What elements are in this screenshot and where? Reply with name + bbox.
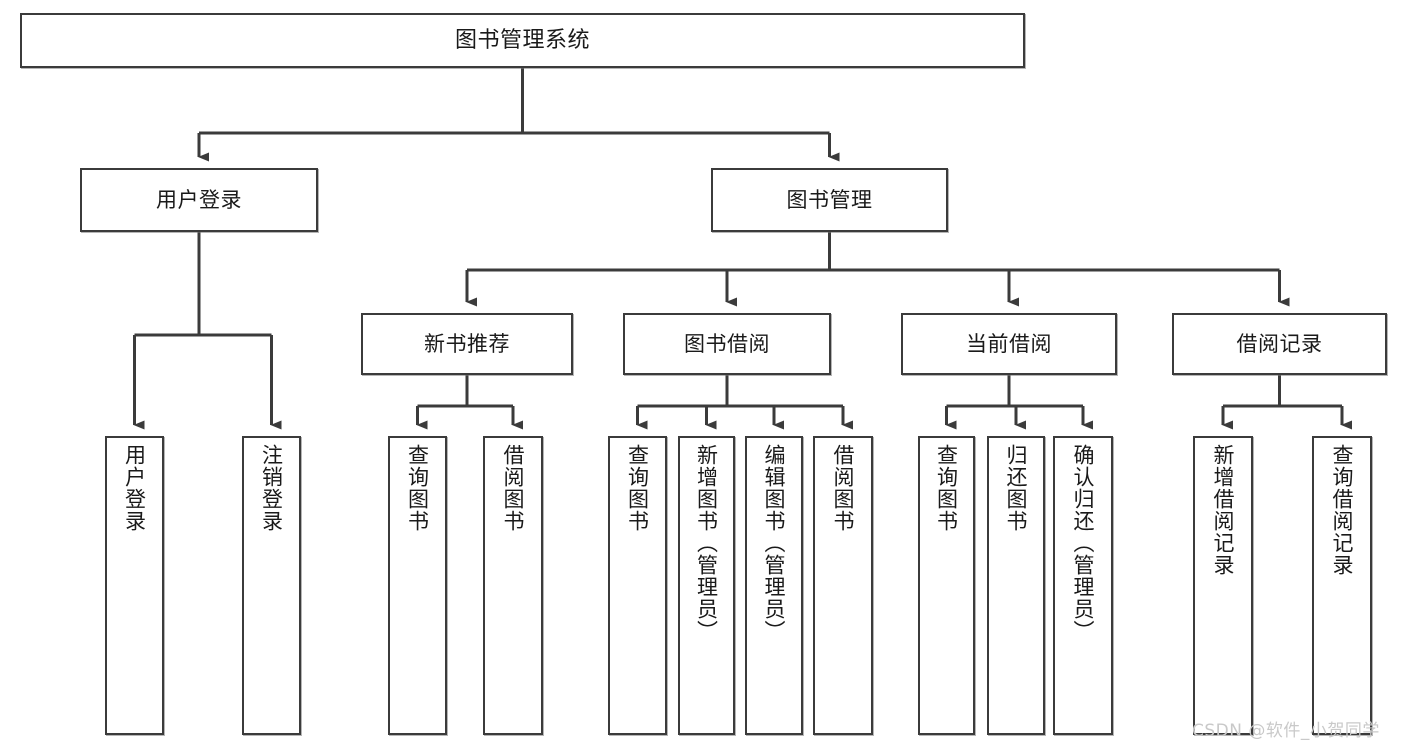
node-label: 编辑图书（管理员） xyxy=(762,444,787,642)
node-label: 新增图书（管理员） xyxy=(694,444,719,642)
node-leaf-query-book-cur[interactable]: 查询图书 xyxy=(918,436,975,735)
node-label: 归还图书 xyxy=(1004,444,1029,532)
node-new-book-recommend[interactable]: 新书推荐 xyxy=(361,313,573,375)
node-label: 图书管理系统 xyxy=(454,27,590,53)
node-borrow-records[interactable]: 借阅记录 xyxy=(1172,313,1387,375)
node-leaf-return-book[interactable]: 归还图书 xyxy=(987,436,1045,735)
node-label: 查询借阅记录 xyxy=(1330,444,1355,576)
node-label: 查询图书 xyxy=(405,444,430,532)
node-leaf-query-borrow-record[interactable]: 查询借阅记录 xyxy=(1312,436,1372,735)
node-leaf-logout[interactable]: 注销登录 xyxy=(242,436,301,735)
node-current-borrow[interactable]: 当前借阅 xyxy=(901,313,1117,375)
node-label: 图书管理 xyxy=(786,187,873,212)
node-label: 借阅图书 xyxy=(501,444,526,532)
node-leaf-query-book-borrow[interactable]: 查询图书 xyxy=(608,436,667,735)
node-label: 新增借阅记录 xyxy=(1211,444,1236,576)
node-leaf-query-book-rec[interactable]: 查询图书 xyxy=(388,436,447,735)
node-label: 当前借阅 xyxy=(966,331,1052,356)
node-leaf-edit-book-admin[interactable]: 编辑图书（管理员） xyxy=(745,436,803,735)
node-label: 查询图书 xyxy=(625,444,650,532)
node-leaf-add-book-admin[interactable]: 新增图书（管理员） xyxy=(678,436,735,735)
node-user-login[interactable]: 用户登录 xyxy=(80,168,318,232)
node-label: 查询图书 xyxy=(934,444,959,532)
node-label: 用户登录 xyxy=(156,187,242,212)
node-label: 确认归还（管理员） xyxy=(1071,444,1096,642)
node-label: 用户登录 xyxy=(122,444,147,532)
node-label: 借阅图书 xyxy=(831,444,856,532)
node-leaf-borrow-book-rec[interactable]: 借阅图书 xyxy=(483,436,543,735)
node-label: 图书借阅 xyxy=(684,331,770,356)
node-leaf-add-borrow-record[interactable]: 新增借阅记录 xyxy=(1193,436,1253,735)
node-leaf-user-login[interactable]: 用户登录 xyxy=(105,436,164,735)
node-book-borrow[interactable]: 图书借阅 xyxy=(623,313,831,375)
node-book-manage[interactable]: 图书管理 xyxy=(711,168,948,232)
csdn-watermark: CSDN @软件_小贺同学 xyxy=(1192,721,1380,741)
node-root[interactable]: 图书管理系统 xyxy=(20,13,1025,68)
node-label: 借阅记录 xyxy=(1236,331,1323,356)
node-label: 注销登录 xyxy=(259,444,284,532)
node-label: 新书推荐 xyxy=(424,331,510,356)
node-leaf-confirm-return-admin[interactable]: 确认归还（管理员） xyxy=(1053,436,1113,735)
node-leaf-borrow-book[interactable]: 借阅图书 xyxy=(813,436,873,735)
